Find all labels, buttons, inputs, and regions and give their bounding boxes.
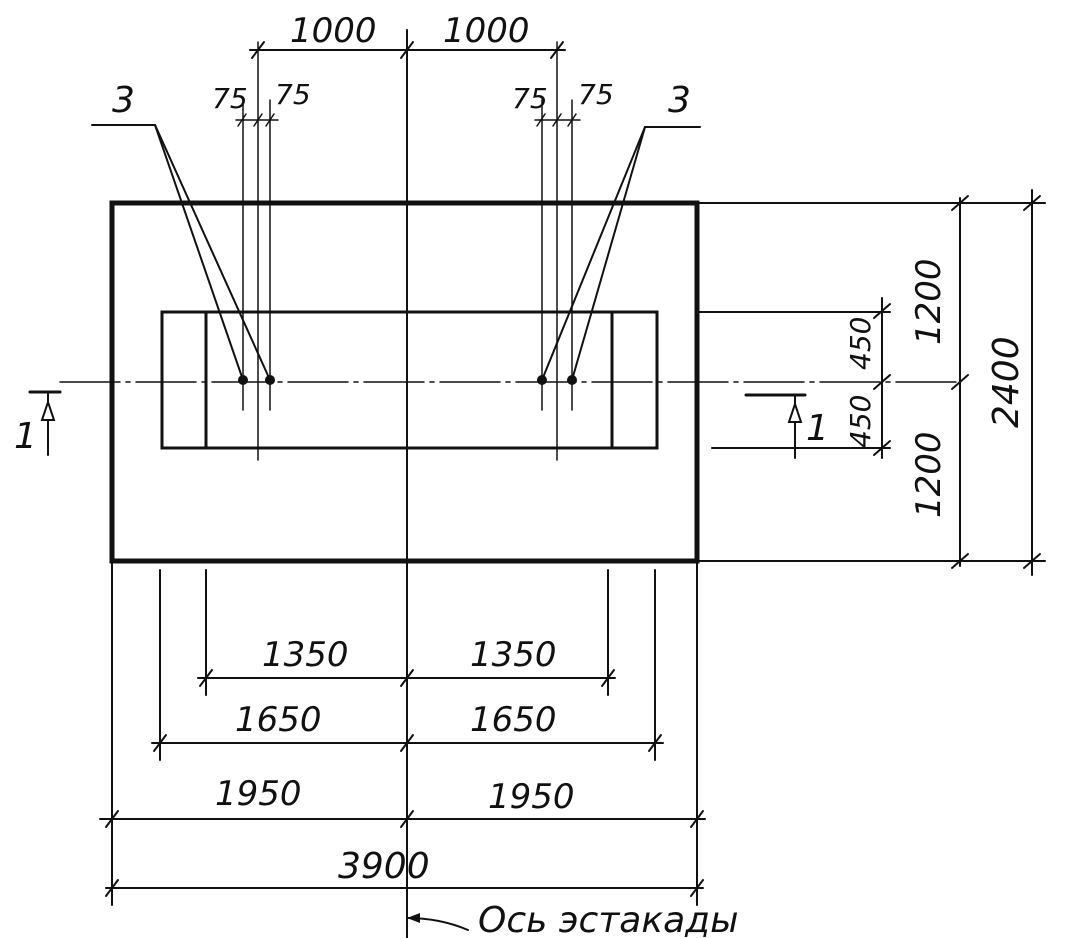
bottom-dim-3900-tick-right — [690, 879, 704, 897]
bottom-dim-left-1950: 1950 — [215, 774, 302, 814]
bottom-dim-1650-tick-right — [648, 734, 662, 752]
right-75-tick-c — [567, 113, 577, 127]
top-dim-tick-right — [550, 41, 564, 59]
bottom-dim-left-1650: 1650 — [235, 700, 322, 740]
top-dim-right-1000: 1000 — [443, 11, 530, 51]
right-dim-lower-450: 450 — [844, 395, 877, 448]
bottom-dim-right-1350: 1350 — [470, 635, 557, 675]
bottom-dim-1650-tick-left — [153, 734, 167, 752]
right-dim-upper-450: 450 — [844, 317, 877, 370]
left-75-tick-a — [237, 113, 247, 127]
left-75-b: 75 — [275, 78, 311, 111]
callout-right-leader-a — [541, 126, 646, 381]
bottom-dim-3900-tick-left — [105, 879, 119, 897]
right-dim-450-tick-top — [873, 303, 891, 319]
bottom-dim-1950-tick-left — [105, 810, 119, 828]
callout-left-leader-b — [154, 124, 271, 381]
right-75-tick-b — [552, 113, 562, 127]
bottom-dim-1950-tick-right — [690, 810, 704, 828]
right-dim-1200-tick-top — [951, 195, 969, 211]
right-dim-top-1200: 1200 — [909, 258, 949, 345]
callout-right-leader-b — [571, 126, 646, 381]
right-dim-2400-tick-top — [1023, 195, 1041, 211]
bottom-dim-total-3900: 3900 — [338, 846, 430, 887]
callout-left-leader-a — [154, 124, 244, 381]
inner-pedestal-outline — [160, 310, 659, 450]
bottom-dim-right-1950: 1950 — [488, 777, 575, 817]
right-dim-1200-tick-bottom — [951, 553, 969, 569]
callout-left-mark: 3 — [112, 80, 135, 121]
axis-label: Ось эстакады — [478, 900, 739, 938]
right-dim-1200-tick-mid — [951, 374, 969, 390]
bottom-dim-1650-tick-center — [400, 734, 414, 752]
bottom-dim-1350-tick-right — [601, 669, 615, 687]
section-mark-left: 1 — [14, 416, 37, 457]
right-75-a: 75 — [512, 82, 548, 115]
right-dim-2400-tick-bottom — [1023, 553, 1041, 569]
bottom-dim-right-1650: 1650 — [470, 700, 557, 740]
top-dim-left-1000: 1000 — [290, 11, 377, 51]
right-dim-450-tick-mid — [873, 374, 891, 390]
left-75-tick-b — [253, 113, 263, 127]
right-dim-total-2400: 2400 — [986, 336, 1027, 428]
right-dim-450-tick-bottom — [873, 440, 891, 456]
axis-label-arrow — [407, 913, 420, 923]
right-75-b: 75 — [578, 78, 614, 111]
top-dim-tick-center — [400, 41, 414, 59]
top-dim-tick-left — [251, 41, 265, 59]
left-75-tick-c — [265, 113, 275, 127]
bottom-dim-left-1350: 1350 — [262, 635, 349, 675]
right-75-tick-a — [536, 113, 546, 127]
callout-right-mark: 3 — [668, 80, 691, 121]
left-75-a: 75 — [212, 82, 248, 115]
bottom-dim-1350-tick-center — [400, 669, 414, 687]
section-mark-right: 1 — [806, 408, 829, 449]
section-mark-left-arrow — [40, 398, 56, 421]
right-dim-bottom-1200: 1200 — [909, 431, 949, 518]
bottom-dim-1950-tick-center — [400, 810, 414, 828]
section-mark-right-arrow — [787, 400, 803, 423]
bottom-dim-1350-tick-left — [199, 669, 213, 687]
